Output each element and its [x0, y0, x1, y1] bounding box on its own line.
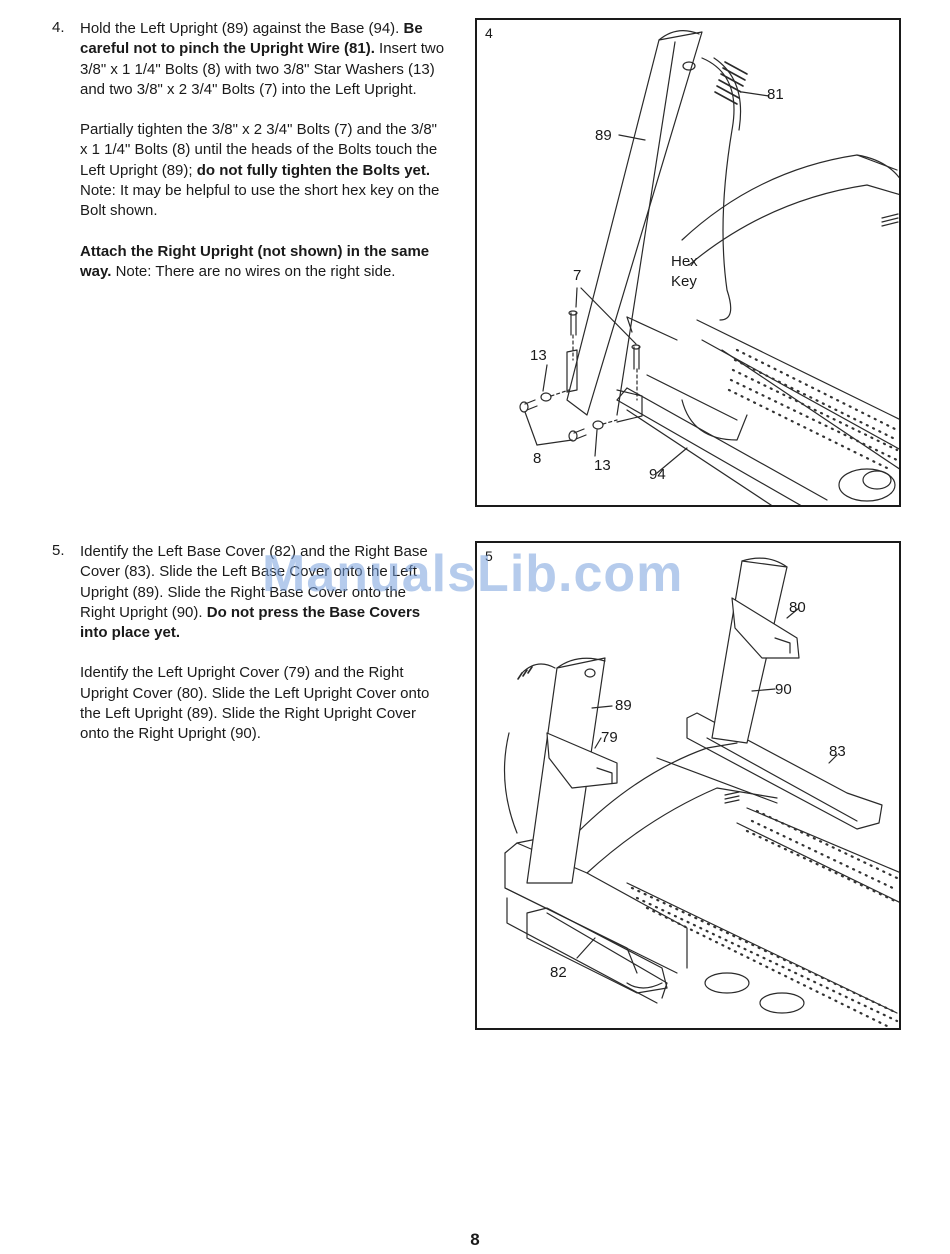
- step-4-note: Note: There are no wires on the right si…: [115, 262, 396, 280]
- figure-4-number: 4: [485, 25, 493, 41]
- step-5-text: Identify the Left Base Cover (82) and th…: [80, 543, 428, 621]
- figure-5-illustration: [503, 557, 899, 1028]
- callout-89: 89: [595, 127, 612, 144]
- step-4-text: Hold the Left Upright (89) against the B…: [80, 20, 400, 37]
- step-5-number: 5.: [52, 542, 65, 559]
- step-4-warning: do not fully tighten the Bolts yet.: [196, 161, 431, 179]
- callout-13-upper: 13: [530, 347, 547, 364]
- callout-7: 7: [573, 267, 582, 284]
- callout-81: 81: [767, 86, 784, 103]
- watermark: ManualsLib.com: [262, 545, 684, 603]
- callout-hex: Hex: [671, 253, 698, 270]
- callout-83: 83: [829, 743, 846, 760]
- callout-key: Key: [671, 273, 697, 290]
- step-5-text: Identify the Left Upright Cover (79) and…: [80, 664, 430, 743]
- step-4-paragraph-3: Attach the Right Upright (not shown) in …: [80, 242, 445, 283]
- step-4-text: Insert two 3/8" x 1 1/4" Bolts (8) with …: [80, 40, 445, 98]
- step-4-emphasis: Attach the Right Upright (not shown) in …: [80, 242, 430, 280]
- figure-4-panel: 4 81 89 Hex Key 7 13 8 13 94: [475, 18, 901, 507]
- step-5-instructions: Identify the Left Base Cover (82) and th…: [80, 542, 445, 765]
- figure-4-illustration: [519, 30, 899, 505]
- callout-94: 94: [649, 466, 666, 483]
- step-5-warning: Do not press the Base Covers into place …: [80, 603, 421, 642]
- step-4-note: Note: It may be helpful to use the short…: [80, 182, 440, 220]
- step-4-text: Partially tighten the 3/8" x 2 3/4" Bolt…: [80, 121, 438, 179]
- callout-79: 79: [601, 729, 618, 746]
- callout-8: 8: [533, 450, 542, 467]
- callout-82: 82: [550, 964, 567, 981]
- step-4-paragraph-1: Hold the Left Upright (89) against the B…: [80, 19, 445, 100]
- step-5-paragraph-2: Identify the Left Upright Cover (79) and…: [80, 663, 445, 744]
- step-4-number: 4.: [52, 19, 65, 36]
- step-4-paragraph-2: Partially tighten the 3/8" x 2 3/4" Bolt…: [80, 120, 445, 221]
- callout-90: 90: [775, 681, 792, 698]
- step-4-warning: Be careful not to pinch the Upright Wire…: [80, 20, 423, 58]
- step-4-instructions: Hold the Left Upright (89) against the B…: [80, 19, 445, 302]
- step-5-paragraph-1: Identify the Left Base Cover (82) and th…: [80, 542, 445, 643]
- figure-5-panel: 5 80 90 89 79 83 82: [475, 541, 901, 1030]
- callout-89: 89: [615, 697, 632, 714]
- callout-80: 80: [789, 599, 806, 616]
- page-number: 8: [470, 1230, 480, 1249]
- callout-13-lower: 13: [594, 457, 611, 474]
- figure-5-number: 5: [485, 548, 493, 564]
